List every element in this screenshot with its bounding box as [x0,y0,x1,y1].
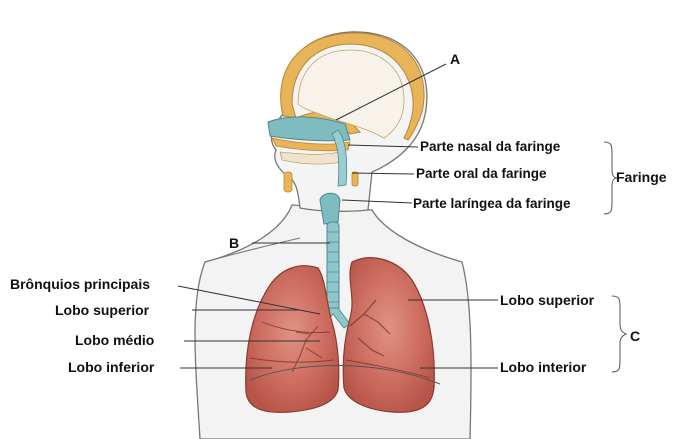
label-left-upper-lobe: Lobo superior [55,302,150,318]
label-laryngeal-pharynx: Parte laríngea da faringe [413,196,571,211]
label-left-middle-lobe: Lobo médio [75,332,154,348]
hyoid-bone [352,172,358,186]
label-letter-a: A [450,51,460,67]
label-right-lower-lobe: Lobo interior [500,359,587,375]
label-letter-b: B [229,235,239,251]
label-nasal-pharynx: Parte nasal da faringe [420,139,561,154]
label-right-upper-lobe: Lobo superior [500,292,595,308]
label-oral-pharynx: Parte oral da faringe [416,166,547,181]
lung-lobe-bracket [612,296,626,372]
label-pharynx-group: Faringe [616,169,667,185]
label-letter-c: C [630,328,640,344]
label-main-bronchi: Brônquios principais [10,276,150,292]
mandible-bone [284,172,292,192]
label-left-lower-lobe: Lobo inferior [68,359,155,375]
head [268,32,427,211]
